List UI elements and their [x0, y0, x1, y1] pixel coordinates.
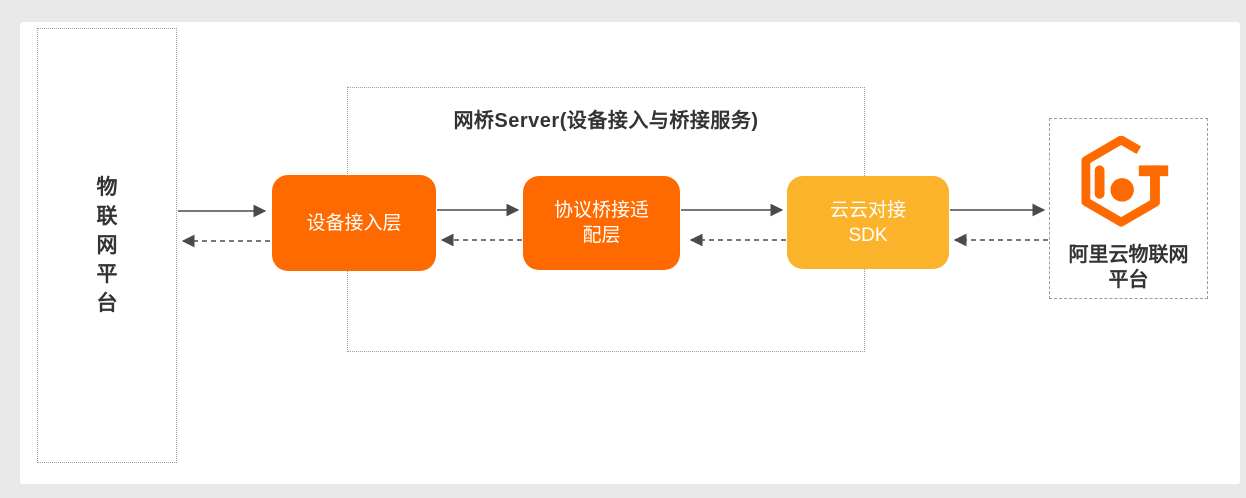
- iot-platform-char: 网: [96, 234, 118, 257]
- aliyun-iot-logo-icon: [1080, 136, 1168, 227]
- bridge-server-title: 网桥Server(设备接入与桥接服务): [453, 110, 759, 132]
- protocol-bridge-layer-box: 协议桥接适 配层: [523, 176, 680, 270]
- aliyun-platform-label-line: 阿里云物联网: [1068, 244, 1189, 266]
- cloud-sdk-label-line: 云云对接: [829, 199, 906, 221]
- aliyun-platform-label: 阿里云物联网 平台: [1069, 243, 1189, 293]
- iot-platform-label: 物 联 网 平 台: [97, 173, 118, 318]
- aliyun-platform-box: 阿里云物联网 平台: [1049, 118, 1208, 299]
- iot-platform-char: 台: [96, 292, 118, 315]
- iot-platform-char: 平: [96, 263, 118, 286]
- aliyun-platform-label-line: 平台: [1108, 269, 1149, 291]
- iot-platform-box: 物 联 网 平 台: [37, 28, 177, 463]
- iot-platform-char: 联: [96, 205, 118, 228]
- iot-platform-char: 物: [96, 176, 118, 199]
- device-access-layer-box: 设备接入层: [272, 175, 436, 271]
- protocol-bridge-layer-label-line: 配层: [582, 225, 621, 246]
- device-access-layer-label: 设备接入层: [306, 212, 402, 234]
- cloud-sdk-box: 云云对接 SDK: [787, 176, 949, 269]
- protocol-bridge-layer-label-line: 协议桥接适: [553, 200, 649, 221]
- cloud-sdk-label-line: SDK: [848, 224, 888, 246]
